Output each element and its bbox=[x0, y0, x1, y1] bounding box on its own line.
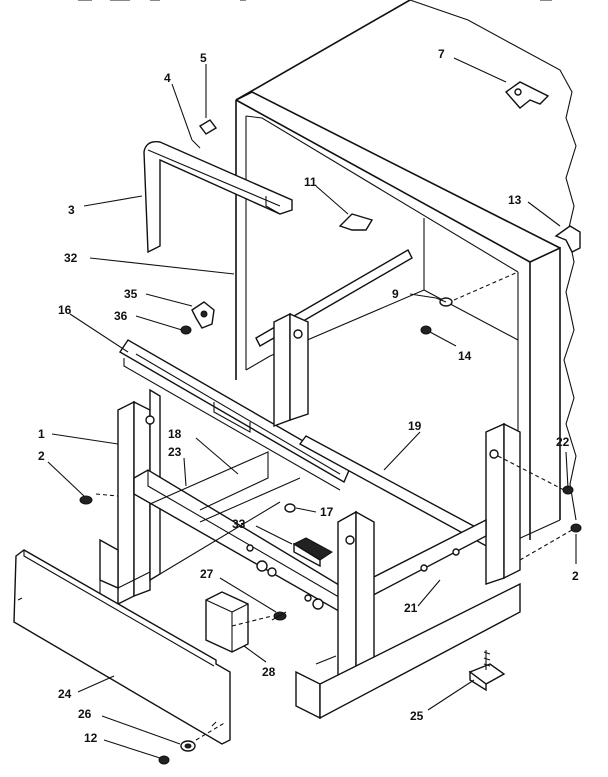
part-17-screw bbox=[284, 503, 296, 513]
callout-5: 5 bbox=[200, 51, 207, 65]
callout-12: 12 bbox=[84, 731, 98, 745]
callout-21: 21 bbox=[404, 601, 418, 615]
callout-22: 22 bbox=[556, 435, 570, 449]
part-36-screw bbox=[180, 325, 192, 335]
hidden-line bbox=[195, 721, 227, 741]
callout-17: 17 bbox=[320, 505, 334, 519]
callout-27: 27 bbox=[200, 567, 214, 581]
part-26-washer bbox=[180, 740, 196, 752]
part-7-bracket bbox=[504, 81, 550, 109]
callout-13: 13 bbox=[508, 193, 522, 207]
part-27-screw bbox=[271, 611, 287, 621]
part-14-screw bbox=[420, 325, 432, 335]
callout-18: 18 bbox=[168, 427, 182, 441]
callout-7: 7 bbox=[438, 47, 445, 61]
callout-16: 16 bbox=[58, 303, 72, 317]
part-9-screw bbox=[435, 297, 453, 307]
hidden-line bbox=[95, 493, 119, 497]
part-11-clip bbox=[338, 213, 374, 231]
callout-32: 32 bbox=[64, 251, 78, 265]
part-12-screw bbox=[158, 755, 170, 765]
callout-33: 33 bbox=[232, 517, 246, 531]
part-13-bracket bbox=[554, 225, 581, 253]
part-5-screw bbox=[198, 119, 218, 135]
callout-4: 4 bbox=[164, 71, 171, 85]
part-2-screw-right bbox=[570, 523, 582, 533]
part-2-screw-left bbox=[79, 495, 93, 505]
part-18-base-rail bbox=[149, 451, 301, 575]
callout-2-right: 2 bbox=[572, 569, 579, 583]
center-post bbox=[273, 312, 309, 428]
callout-2-left: 2 bbox=[38, 449, 45, 463]
callout-9: 9 bbox=[392, 287, 399, 301]
callout-19: 19 bbox=[408, 419, 422, 433]
callout-11: 11 bbox=[304, 175, 317, 189]
part-21-right-frame bbox=[295, 422, 521, 720]
hidden-line bbox=[497, 455, 565, 491]
callout-23: 23 bbox=[168, 445, 182, 459]
callout-36: 36 bbox=[114, 309, 128, 323]
callout-28: 28 bbox=[262, 665, 276, 679]
callout-35: 35 bbox=[124, 287, 138, 301]
hidden-line bbox=[519, 529, 573, 561]
part-3-handle bbox=[143, 141, 293, 254]
part-4-clip bbox=[191, 139, 201, 149]
part-25-leveling-leg bbox=[468, 650, 506, 692]
callout-25: 25 bbox=[410, 709, 424, 723]
callout-3: 3 bbox=[68, 203, 75, 217]
callout-labels: 5 4 3 7 11 13 32 9 35 36 14 16 1 2 18 23… bbox=[38, 47, 579, 745]
callout-26: 26 bbox=[78, 707, 92, 721]
callout-14: 14 bbox=[458, 349, 472, 363]
part-33-connector bbox=[292, 537, 333, 568]
part-28-box bbox=[205, 591, 249, 653]
tub-cabinet bbox=[235, 0, 577, 541]
leader-lines bbox=[47, 57, 577, 759]
hidden-line bbox=[453, 271, 519, 301]
part-24-kick-panel bbox=[13, 549, 231, 745]
part-16-rail bbox=[119, 339, 351, 491]
callout-1: 1 bbox=[38, 427, 45, 441]
callout-24: 24 bbox=[58, 687, 72, 701]
part-35-clip bbox=[191, 301, 215, 329]
